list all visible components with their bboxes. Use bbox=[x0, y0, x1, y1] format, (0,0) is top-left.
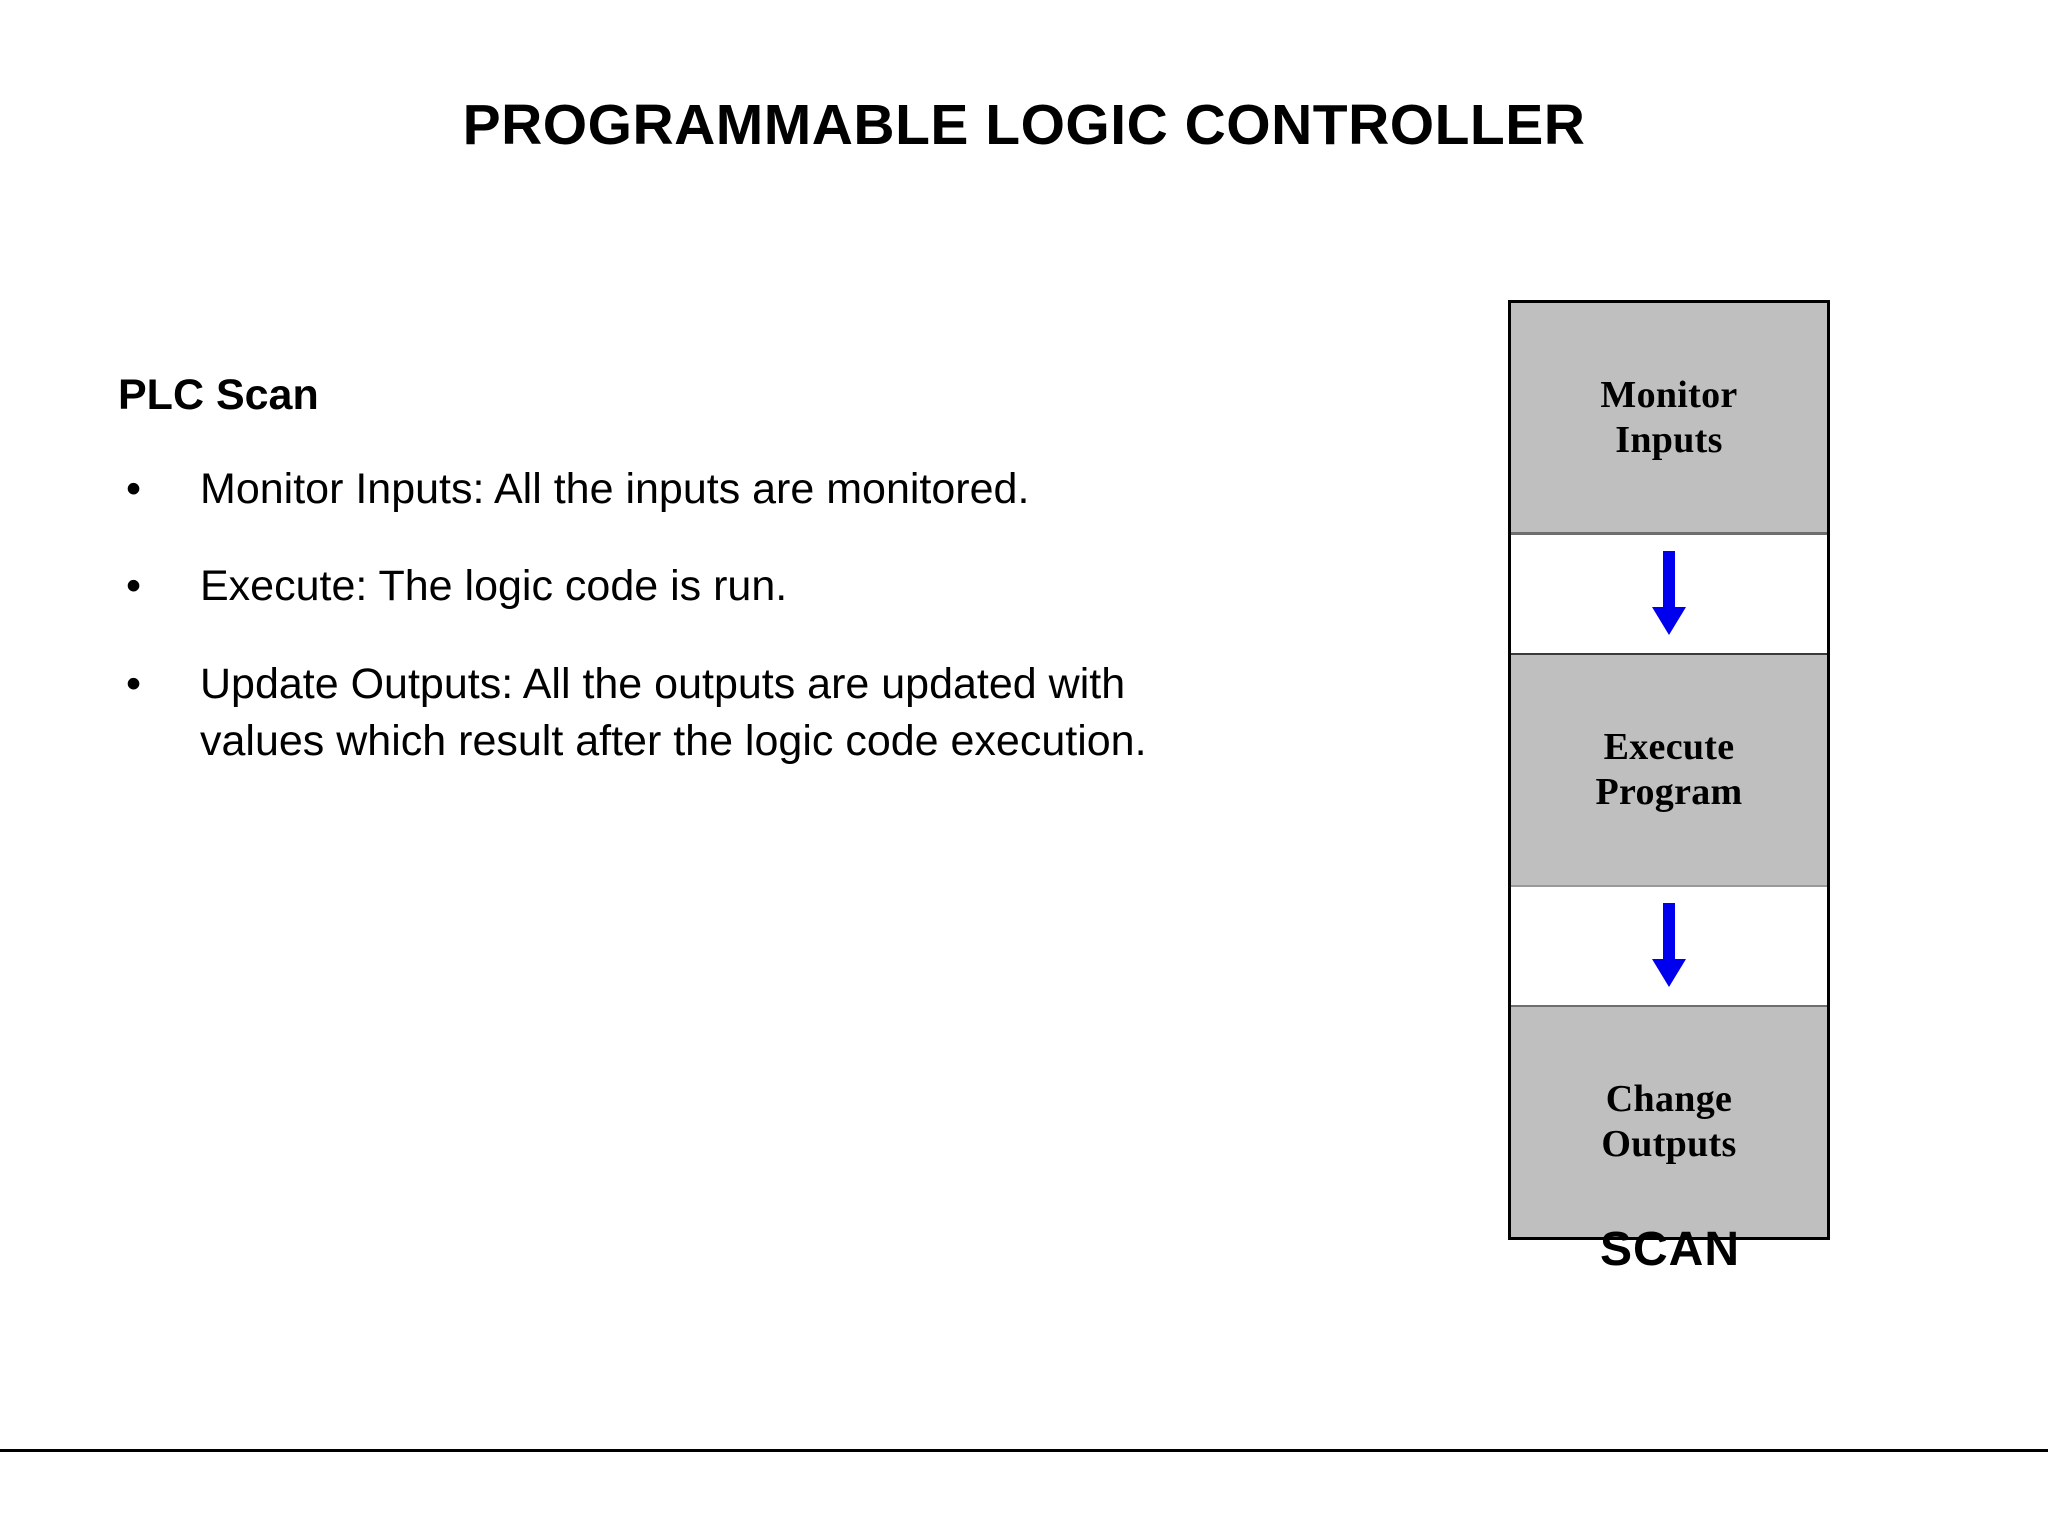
footer-divider bbox=[0, 1449, 2048, 1452]
scan-cycle-diagram: Monitor Inputs Execute Program Change Ou… bbox=[1508, 300, 1830, 1240]
bullet-dot-icon: • bbox=[126, 659, 142, 708]
list-item: • Update Outputs: All the outputs are up… bbox=[118, 656, 1218, 770]
list-item-text: Execute: The logic code is run. bbox=[200, 562, 788, 611]
diagram-caption: SCAN bbox=[1599, 1223, 1740, 1276]
bullet-dot-icon: • bbox=[126, 562, 142, 611]
content-column: PLC Scan • Monitor Inputs: All the input… bbox=[118, 371, 1218, 770]
page-title: PROGRAMMABLE LOGIC CONTROLLER bbox=[462, 93, 1586, 157]
flow-step-line-1: Execute bbox=[1603, 726, 1735, 769]
list-item-text: Update Outputs: All the outputs are upda… bbox=[200, 659, 1147, 765]
flow-step-change-outputs: Change Outputs bbox=[1511, 1005, 1827, 1237]
flow-step-execute-program: Execute Program bbox=[1511, 653, 1827, 887]
flow-step-line-2: Outputs bbox=[1601, 1123, 1737, 1165]
flow-step-line-2: Inputs bbox=[1615, 418, 1723, 461]
bullet-list: • Monitor Inputs: All the inputs are mon… bbox=[118, 461, 1218, 770]
list-item: • Monitor Inputs: All the inputs are mon… bbox=[118, 461, 1218, 518]
flow-step-line-1: Monitor bbox=[1600, 373, 1738, 416]
flow-connector-1 bbox=[1511, 535, 1827, 653]
flow-step-monitor-inputs: Monitor Inputs bbox=[1511, 303, 1827, 535]
arrow-down-icon bbox=[1652, 903, 1686, 987]
arrow-down-icon bbox=[1652, 551, 1686, 635]
bullet-dot-icon: • bbox=[126, 465, 142, 514]
flow-step-line-1: Change bbox=[1605, 1078, 1733, 1121]
flow-connector-2 bbox=[1511, 887, 1827, 1005]
diagram-frame: Monitor Inputs Execute Program Change Ou… bbox=[1508, 300, 1830, 1240]
flow-step-line-2: Program bbox=[1595, 771, 1743, 813]
list-item: • Execute: The logic code is run. bbox=[118, 558, 1218, 615]
section-heading: PLC Scan bbox=[118, 371, 319, 419]
list-item-text: Monitor Inputs: All the inputs are monit… bbox=[200, 465, 1030, 514]
